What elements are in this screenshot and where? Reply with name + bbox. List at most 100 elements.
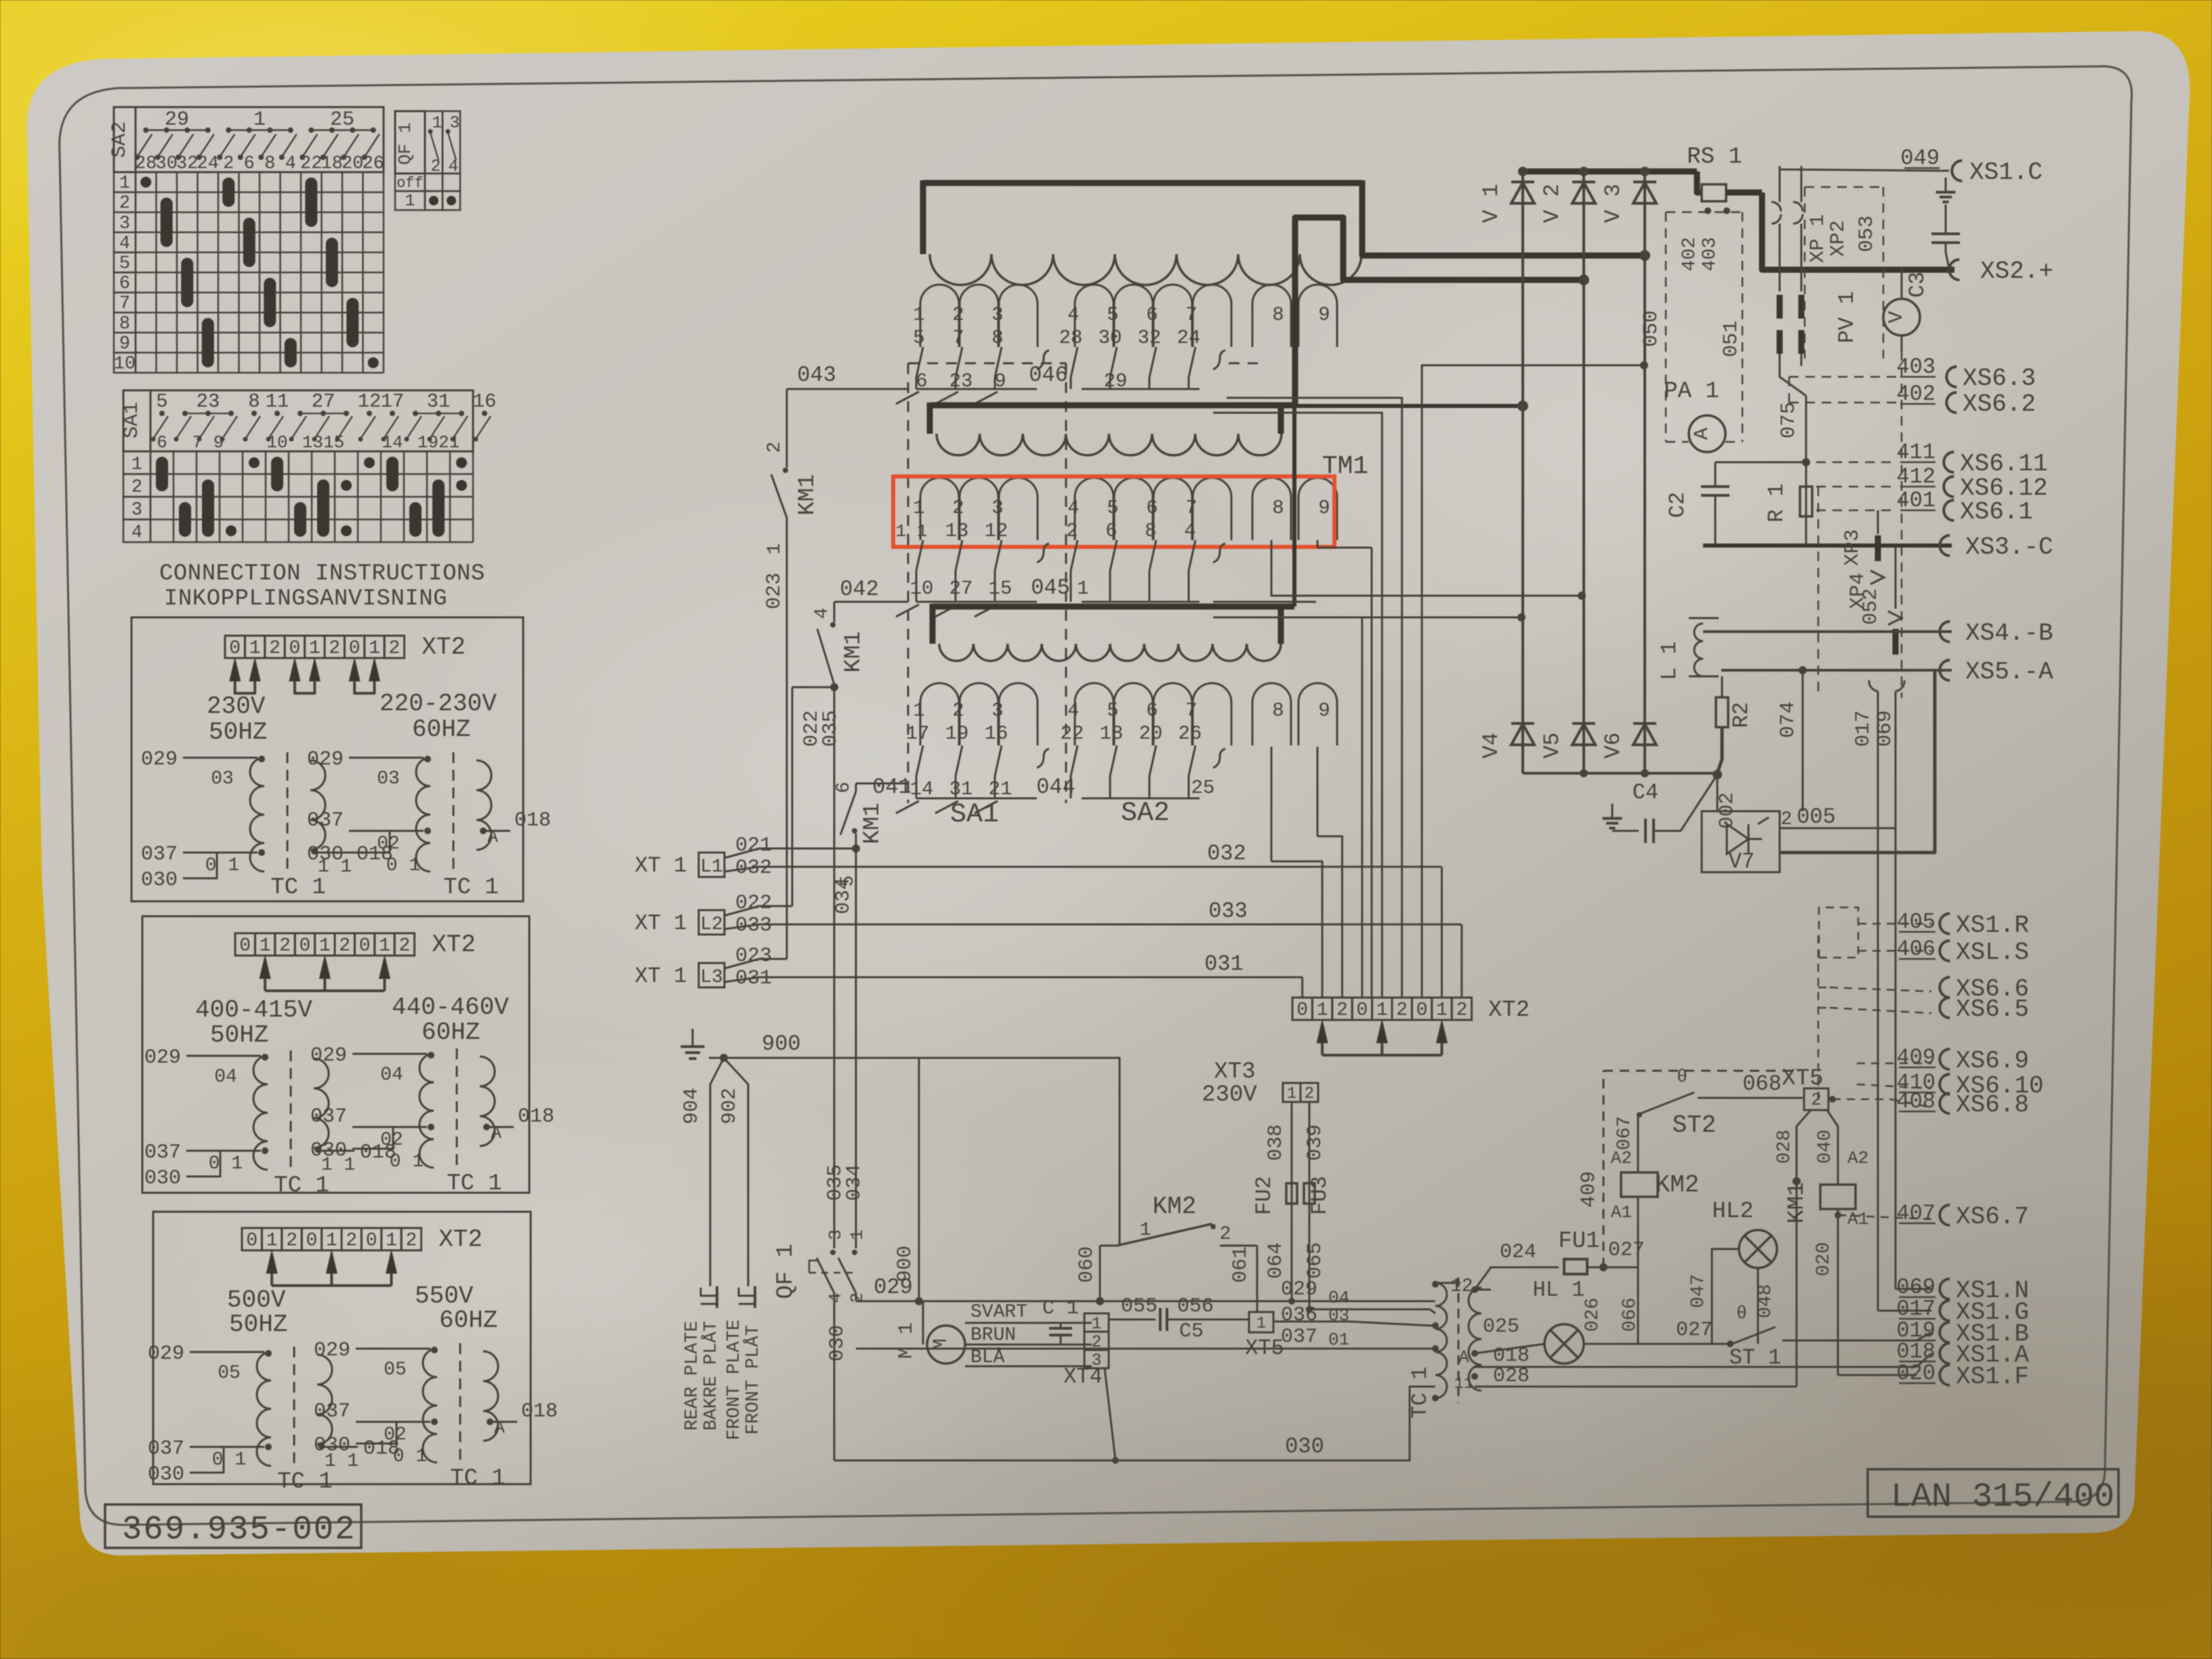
svg-text:1: 1	[326, 1231, 337, 1252]
svg-text:2: 2	[952, 304, 964, 326]
svg-text:069: 069	[1874, 710, 1897, 747]
svg-text:10: 10	[114, 354, 136, 374]
svg-text:C3: C3	[1905, 272, 1930, 298]
svg-text:60HZ: 60HZ	[439, 1307, 497, 1334]
svg-text:4: 4	[1184, 520, 1195, 542]
svg-text:369.935-002: 369.935-002	[122, 1511, 356, 1549]
svg-text:SA2: SA2	[1121, 798, 1170, 829]
svg-text:1315: 1315	[302, 432, 344, 453]
svg-text:5: 5	[1107, 304, 1118, 326]
svg-text:017: 017	[1896, 1296, 1936, 1322]
svg-text:9: 9	[1318, 497, 1330, 519]
svg-text:17: 17	[906, 722, 930, 745]
svg-text:0 1: 0 1	[205, 855, 239, 876]
svg-text:6: 6	[1146, 497, 1158, 519]
svg-text:XS6.12: XS6.12	[1960, 474, 2048, 502]
svg-text:406: 406	[1896, 937, 1936, 962]
svg-text:2: 2	[952, 497, 964, 519]
svg-text:038: 038	[1265, 1124, 1288, 1161]
svg-text:CONNECTION INSTRUCTIONS: CONNECTION INSTRUCTIONS	[159, 561, 485, 587]
svg-text:XS1.C: XS1.C	[1969, 159, 2043, 186]
svg-text:L 1: L 1	[1657, 641, 1682, 680]
svg-text:403: 403	[1896, 354, 1936, 380]
svg-text:9: 9	[119, 334, 130, 354]
svg-text:18: 18	[321, 154, 343, 174]
svg-text:405: 405	[1896, 909, 1936, 935]
svg-text:1: 1	[369, 638, 380, 659]
svg-text:2: 2	[346, 1231, 357, 1252]
svg-text:1: 1	[1287, 1085, 1296, 1103]
svg-text:REAR PLATE: REAR PLATE	[682, 1321, 703, 1431]
svg-text:XS6.6: XS6.6	[1956, 975, 2029, 1003]
svg-text:8: 8	[1272, 497, 1284, 519]
svg-text:037: 037	[141, 843, 178, 866]
svg-text:0: 0	[359, 936, 371, 957]
svg-text:5: 5	[119, 253, 130, 274]
svg-text:RS 1: RS 1	[1687, 144, 1742, 170]
svg-text:32: 32	[1138, 327, 1162, 349]
svg-text:TC 1: TC 1	[277, 1469, 333, 1495]
svg-text:1 1: 1 1	[318, 857, 352, 878]
svg-text:L3: L3	[700, 967, 723, 988]
svg-text:C4: C4	[1633, 780, 1658, 805]
svg-text:26: 26	[363, 154, 384, 174]
svg-text:32: 32	[176, 154, 198, 174]
svg-text:029: 029	[874, 1275, 913, 1300]
svg-text:17: 17	[381, 390, 405, 413]
svg-text:2: 2	[764, 442, 785, 453]
svg-text:022: 022	[800, 710, 823, 747]
svg-text:005: 005	[1797, 804, 1836, 830]
svg-text:1: 1	[309, 638, 321, 659]
svg-text:R 1: R 1	[1764, 483, 1789, 523]
svg-text:2: 2	[286, 1231, 298, 1252]
svg-text:XT 1: XT 1	[635, 964, 687, 989]
svg-text:31: 31	[427, 390, 451, 413]
svg-text:XT3: XT3	[1214, 1059, 1255, 1085]
svg-text:1: 1	[1256, 1315, 1266, 1333]
svg-text:SVART: SVART	[970, 1302, 1027, 1323]
svg-text:5: 5	[913, 327, 924, 349]
svg-text:26: 26	[1179, 722, 1202, 745]
svg-text:13: 13	[945, 520, 969, 542]
svg-text:033: 033	[1208, 899, 1248, 924]
svg-text:01: 01	[1328, 1330, 1349, 1350]
svg-text:V6: V6	[1601, 733, 1626, 758]
svg-text:049: 049	[1900, 146, 1940, 171]
svg-text:60HZ: 60HZ	[412, 716, 470, 743]
svg-text:QF 1: QF 1	[395, 123, 415, 165]
svg-text:XT2: XT2	[432, 930, 476, 958]
svg-text:042: 042	[840, 577, 879, 602]
svg-text:V7: V7	[1729, 849, 1755, 874]
svg-text:036: 036	[1281, 1304, 1317, 1327]
svg-text:XT 1: XT 1	[635, 853, 687, 878]
svg-text:V 2: V 2	[1540, 184, 1565, 223]
svg-text:407: 407	[1896, 1201, 1936, 1226]
svg-text:550V: 550V	[415, 1282, 474, 1310]
svg-text:0: 0	[299, 936, 310, 957]
svg-text:2: 2	[430, 157, 441, 176]
svg-text:1: 1	[1091, 1314, 1101, 1334]
svg-text:1: 1	[386, 1231, 397, 1252]
svg-text:028: 028	[1774, 1130, 1795, 1164]
svg-text:0: 0	[229, 638, 241, 659]
svg-text:044: 044	[1036, 775, 1076, 800]
svg-text:230V: 230V	[1202, 1082, 1257, 1108]
svg-text:2: 2	[388, 638, 400, 659]
svg-text:22: 22	[1061, 722, 1084, 745]
svg-text:XS1.A: XS1.A	[1956, 1341, 2029, 1369]
svg-text:9: 9	[994, 370, 1006, 392]
svg-text:0 1: 0 1	[390, 1151, 424, 1172]
svg-text:FRONT PLÅT: FRONT PLÅT	[743, 1325, 764, 1435]
svg-text:A: A	[491, 1123, 501, 1143]
svg-text:XS1.N: XS1.N	[1956, 1277, 2029, 1305]
svg-text:θ: θ	[1677, 1067, 1687, 1087]
svg-text:04: 04	[380, 1065, 403, 1086]
svg-text:14: 14	[910, 778, 934, 800]
svg-text:12: 12	[1450, 1276, 1473, 1297]
svg-text:402: 402	[1896, 382, 1936, 407]
svg-text:V 3: V 3	[1601, 184, 1626, 223]
svg-text:11: 11	[1454, 1375, 1474, 1393]
svg-text:2: 2	[1091, 1332, 1101, 1352]
svg-text:TC 1: TC 1	[274, 1173, 329, 1199]
svg-text:V4: V4	[1479, 733, 1504, 758]
